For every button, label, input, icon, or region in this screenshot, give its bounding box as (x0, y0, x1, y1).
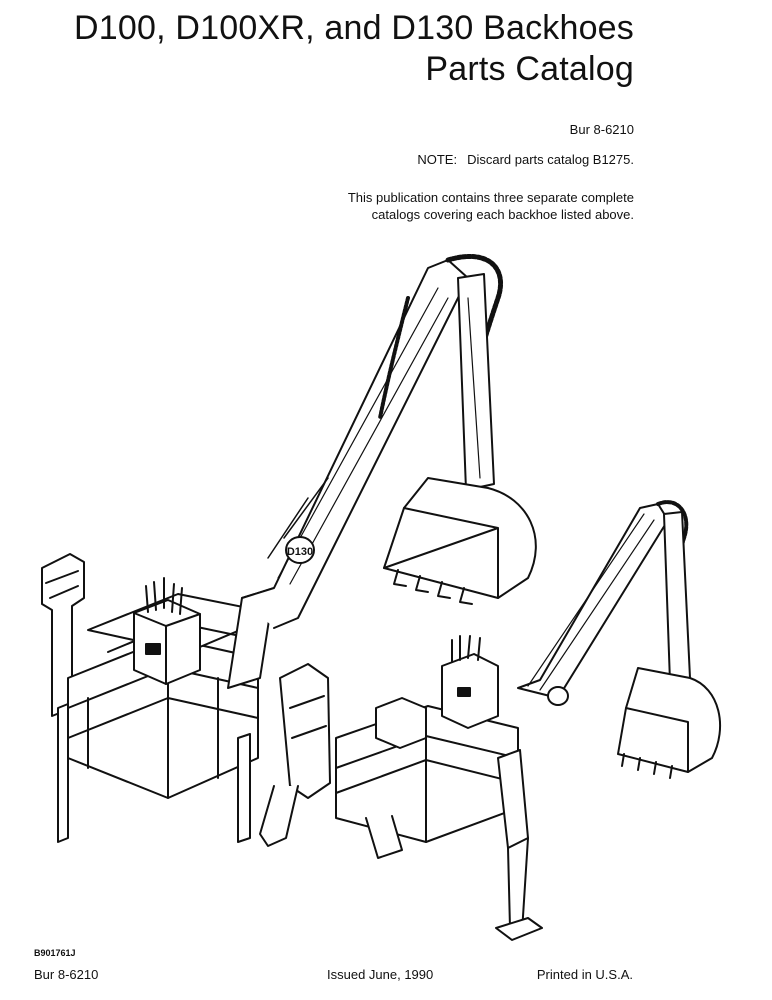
publication-description: This publication contains three separate… (254, 189, 634, 223)
note-text: Discard parts catalog B1275. (467, 152, 634, 167)
large-backhoe: D130 (41, 253, 537, 847)
description-line-2: catalogs covering each backhoe listed ab… (371, 207, 634, 222)
footer-printed-in: Printed in U.S.A. (536, 967, 633, 982)
page-title: D100, D100XR, and D130 Backhoes Parts Ca… (74, 8, 634, 90)
boom-badge: D130 (287, 546, 313, 558)
title-line-2: Parts Catalog (425, 50, 634, 88)
document-code: Bur 8-6210 (569, 122, 634, 137)
title-line-1: D100, D100XR, and D130 Backhoes (74, 9, 634, 47)
backhoe-illustration: D130 (41, 253, 722, 941)
footer-document-code: Bur 8-6210 (34, 967, 99, 982)
description-line-1: This publication contains three separate… (347, 190, 634, 205)
footer-issue-date: Issued June, 1990 (327, 967, 434, 982)
small-backhoe (335, 500, 722, 941)
note: NOTE: Discard parts catalog B1275. (417, 151, 634, 168)
note-label: NOTE: (417, 152, 458, 167)
figure-code: B901761J (34, 948, 76, 958)
